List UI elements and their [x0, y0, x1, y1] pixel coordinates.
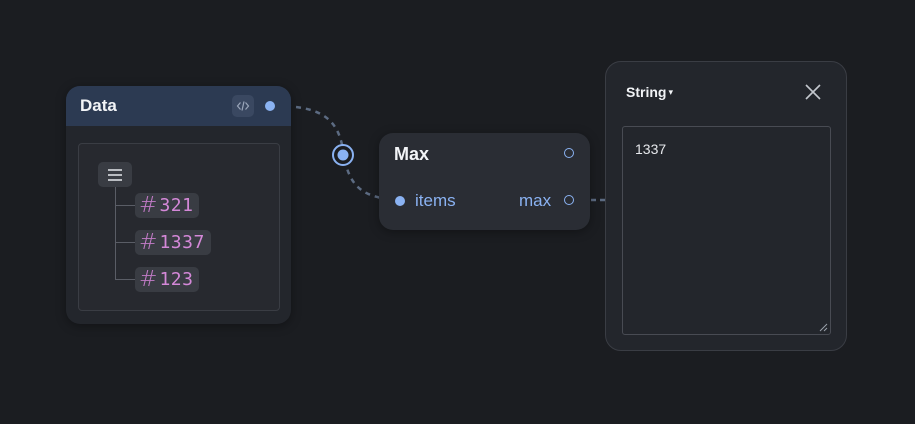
data-list-editor: # 321 # 1337 # 123	[78, 143, 280, 311]
close-button[interactable]	[802, 81, 824, 103]
items-input-label: items	[415, 191, 456, 210]
hash-icon: #	[139, 229, 158, 255]
resize-grip-icon[interactable]	[819, 323, 828, 332]
list-item[interactable]: # 321	[135, 192, 200, 218]
max-output-port[interactable]	[564, 195, 574, 205]
string-value: 1337	[635, 141, 667, 157]
data-output-port[interactable]	[265, 101, 275, 111]
tree-branch-line	[115, 279, 135, 280]
list-item-value[interactable]: 1337	[159, 232, 205, 253]
type-select-dropdown[interactable]: String ▾	[626, 84, 673, 100]
tree-branch-line	[115, 205, 135, 206]
list-item[interactable]: # 123	[135, 266, 200, 292]
max-node-output-port[interactable]	[564, 148, 574, 158]
string-panel[interactable]: String ▾ 1337	[605, 61, 847, 351]
items-input-port[interactable]	[395, 196, 405, 206]
type-select-label: String	[626, 84, 667, 100]
string-value-textarea[interactable]: 1337	[622, 126, 831, 335]
max-node-title: Max	[394, 144, 430, 164]
code-view-button[interactable]	[232, 95, 254, 117]
list-item-value[interactable]: 123	[159, 269, 194, 290]
wire-reroute-handle[interactable]	[332, 144, 354, 166]
max-output-label: max	[519, 191, 552, 210]
tree-branch-line	[115, 242, 135, 243]
max-node[interactable]: Max items max	[379, 133, 590, 230]
data-node-title: Data	[80, 96, 117, 115]
code-brackets-icon	[236, 101, 250, 111]
list-toggle-button[interactable]	[98, 162, 132, 187]
data-node-header[interactable]: Data	[66, 86, 291, 126]
list-icon	[108, 168, 122, 181]
close-icon	[805, 84, 821, 100]
tree-trunk-line	[115, 187, 116, 279]
hash-icon: #	[139, 266, 158, 292]
data-node[interactable]: Data # 321 # 1337 # 12	[66, 86, 291, 324]
hash-icon: #	[139, 192, 158, 218]
chevron-down-icon: ▾	[668, 87, 673, 97]
list-item-value[interactable]: 321	[159, 195, 194, 216]
list-item[interactable]: # 1337	[135, 230, 211, 255]
